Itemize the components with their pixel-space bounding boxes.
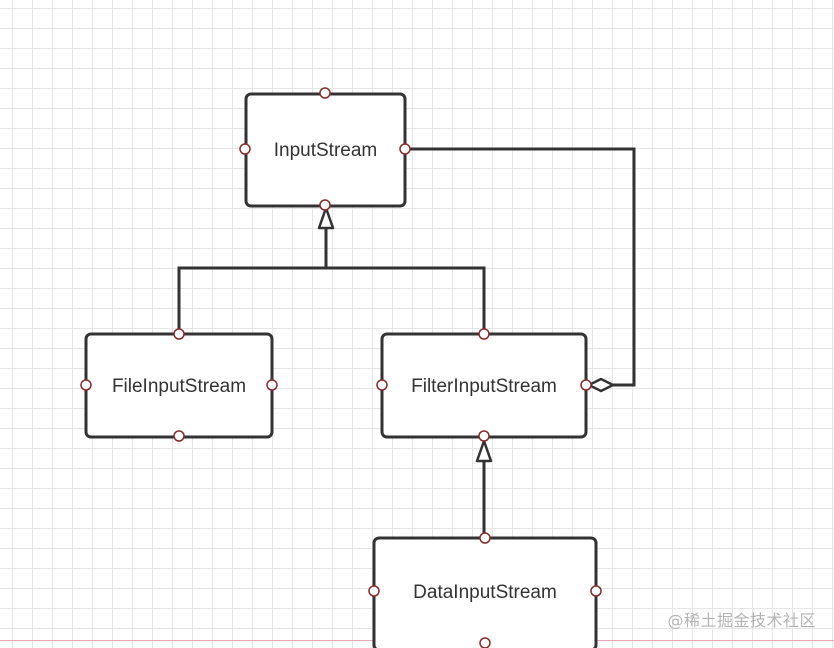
connection-handle[interactable]	[590, 585, 602, 597]
node-label-file-input-stream: FileInputStream	[112, 376, 246, 397]
node-label-data-input-stream: DataInputStream	[413, 582, 557, 603]
aggregation-diamond	[587, 377, 615, 393]
inheritance-arrowhead-input-stream	[317, 206, 335, 230]
class-box-data-input-stream[interactable]: DataInputStream	[372, 536, 598, 648]
connection-handle[interactable]	[173, 430, 185, 442]
connection-handle[interactable]	[478, 328, 490, 340]
connection-handle[interactable]	[478, 430, 490, 442]
inheritance-arrowhead-filter-input-stream	[475, 439, 493, 463]
connection-handle[interactable]	[479, 532, 491, 544]
connection-handle[interactable]	[239, 143, 251, 155]
class-box-filter-input-stream[interactable]: FilterInputStream	[380, 332, 588, 439]
connection-handle[interactable]	[80, 379, 92, 391]
aggregation-edge	[405, 147, 636, 387]
node-label-filter-input-stream: FilterInputStream	[411, 376, 557, 397]
connectors	[177, 147, 636, 538]
connection-handle[interactable]	[580, 379, 592, 391]
connection-handle[interactable]	[173, 328, 185, 340]
connection-handle[interactable]	[399, 143, 411, 155]
connection-handle[interactable]	[376, 379, 388, 391]
connection-handle[interactable]	[479, 637, 491, 648]
class-box-file-input-stream[interactable]: FileInputStream	[84, 332, 274, 439]
connection-handles	[80, 87, 602, 648]
node-label-input-stream: InputStream	[274, 140, 378, 161]
watermark: @稀土掘金技术社区	[667, 611, 816, 630]
connection-handle[interactable]	[319, 87, 331, 99]
connection-handle[interactable]	[319, 199, 331, 211]
inheritance-edge-file-input-stream	[177, 266, 326, 334]
connection-handle[interactable]	[368, 585, 380, 597]
inheritance-edge-filter-input-stream	[324, 226, 486, 334]
class-box-input-stream[interactable]: InputStream	[244, 92, 407, 208]
connection-handle[interactable]	[266, 379, 278, 391]
